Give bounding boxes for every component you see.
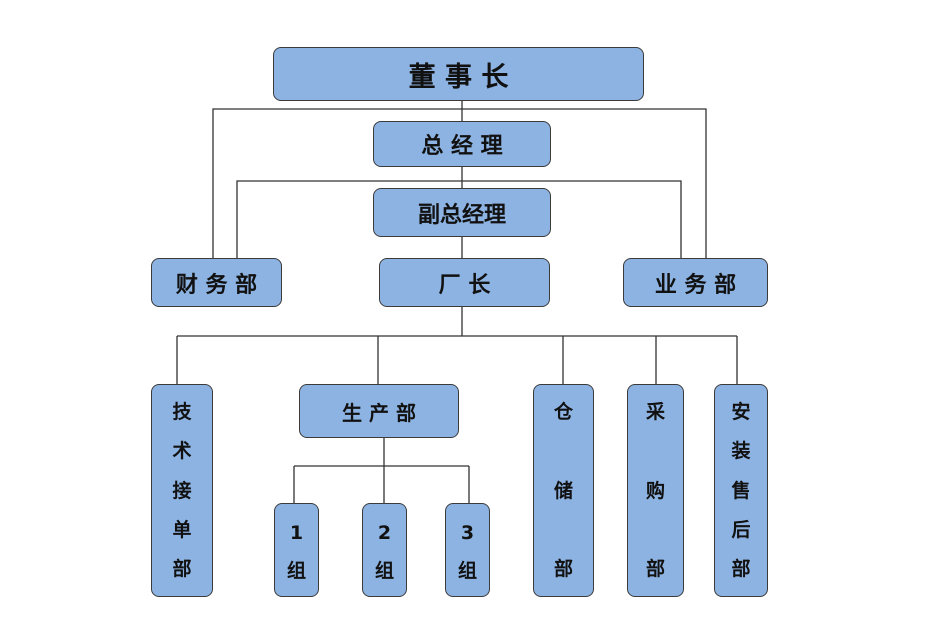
node-general-manager: 总 经 理 [373, 121, 551, 167]
node-label-char: 部 [172, 558, 192, 580]
node-label: 副总经理 [417, 202, 506, 228]
node-label-char: 接 [172, 479, 192, 502]
node-label-char: 部 [645, 558, 665, 580]
connector [212, 108, 707, 258]
node-installation-aftersales-dept: 安 装 售 后 部 [714, 384, 768, 597]
node-label-char: 3 [460, 522, 475, 544]
node-label-char: 2 [377, 522, 392, 544]
node-label-char: 单 [172, 518, 192, 541]
node-warehouse-dept: 仓 储 部 [533, 384, 594, 597]
node-sales-dept: 业 务 部 [623, 258, 768, 307]
node-label-char: 仓 [553, 401, 573, 423]
node-label-char: 购 [645, 479, 665, 502]
node-label-char: 部 [731, 558, 751, 580]
node-label-char: 储 [553, 479, 573, 502]
node-tech-order-dept: 技 术 接 单 部 [151, 384, 213, 597]
node-label-char: 安 [731, 401, 751, 423]
node-factory-director: 厂 长 [379, 258, 550, 307]
node-label-char: 组 [457, 560, 477, 582]
node-label: 厂 长 [438, 272, 491, 298]
node-group-2: 2 组 [362, 503, 407, 597]
node-group-3: 3 组 [445, 503, 490, 597]
node-label-char: 1 [289, 522, 304, 544]
node-finance-dept: 财 务 部 [151, 258, 282, 307]
node-procurement-dept: 采 购 部 [627, 384, 684, 597]
connector [236, 180, 682, 258]
node-label-char: 装 [731, 440, 751, 463]
node-label: 财 务 部 [175, 272, 258, 298]
node-production-dept: 生 产 部 [299, 384, 459, 438]
node-label-char: 组 [286, 560, 306, 582]
node-label-char: 后 [731, 518, 751, 541]
node-label-char: 组 [374, 560, 394, 582]
node-chairman: 董 事 长 [273, 47, 644, 101]
node-label: 业 务 部 [654, 272, 737, 298]
node-label: 总 经 理 [421, 134, 503, 159]
node-label-char: 部 [553, 558, 573, 580]
node-label-char: 术 [172, 440, 192, 463]
node-group-1: 1 组 [274, 503, 319, 597]
node-label-char: 采 [645, 401, 665, 423]
node-deputy-general-manager: 副总经理 [373, 188, 551, 237]
node-label-char: 技 [172, 401, 192, 423]
node-label-char: 售 [731, 479, 751, 502]
node-label: 生 产 部 [342, 400, 416, 425]
node-label: 董 事 长 [408, 61, 509, 93]
